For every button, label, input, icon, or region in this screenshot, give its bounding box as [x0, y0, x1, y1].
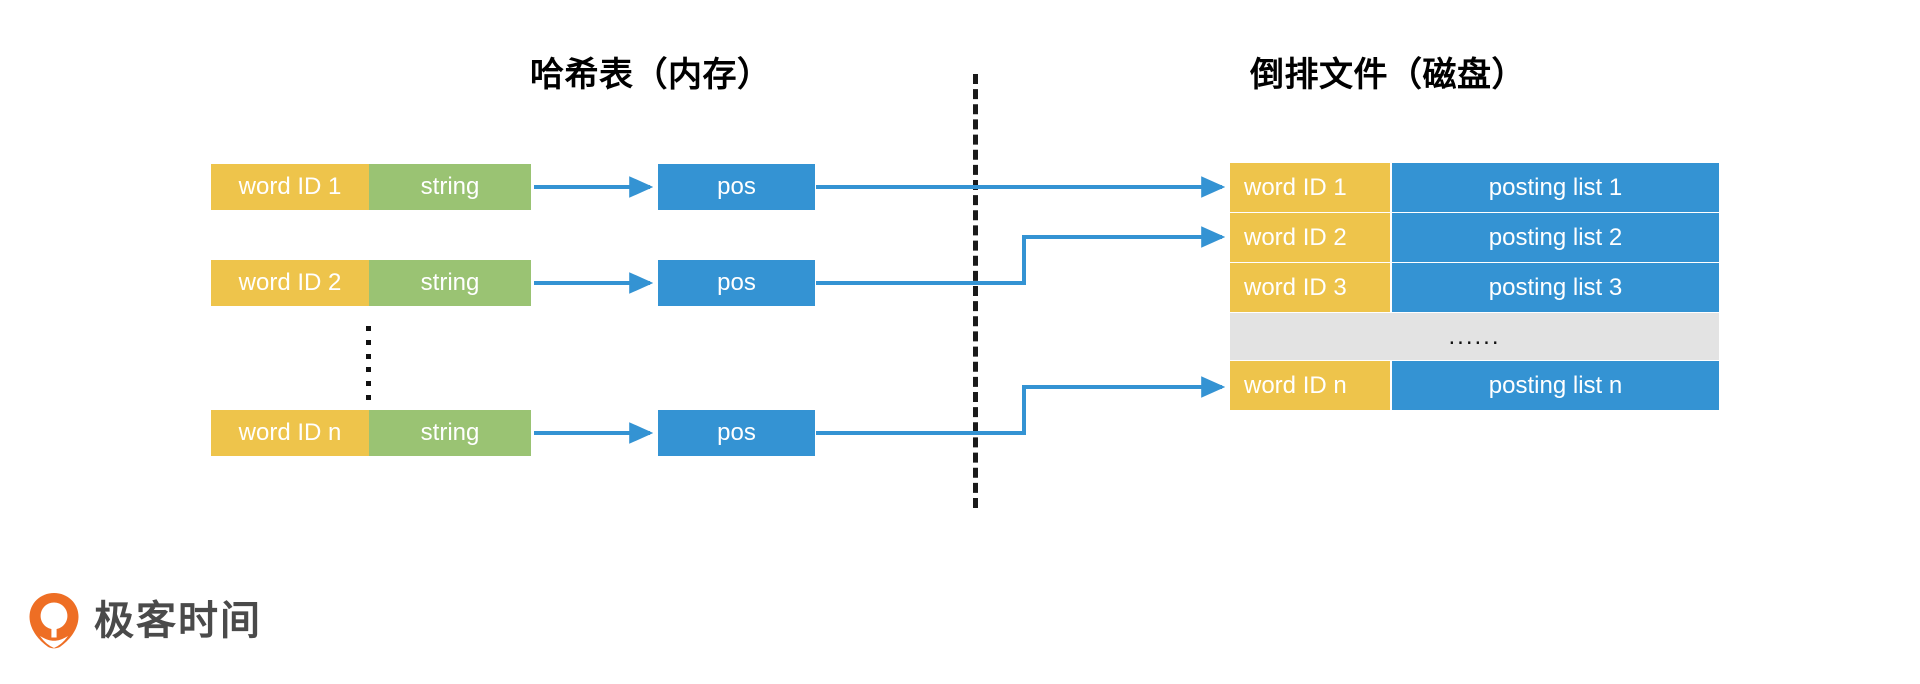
inverted-word-id-cell: word ID 3 — [1230, 263, 1390, 312]
pos-box: pos — [658, 260, 815, 306]
geektime-logo-icon — [29, 593, 79, 649]
hash-string-cell: string — [369, 410, 531, 456]
hash-table-row: word ID 2 string — [211, 260, 531, 306]
inverted-file-section-title: 倒排文件（磁盘） — [1250, 56, 1526, 94]
hash-table-section-title: 哈希表（内存） — [530, 56, 772, 94]
inverted-posting-list-cell: posting list n — [1392, 361, 1719, 410]
hash-word-id-cell: word ID 2 — [211, 260, 369, 306]
inverted-file-row: word ID 2 posting list 2 — [1230, 213, 1719, 262]
brand-name: 极客时间 — [94, 599, 262, 643]
arrow-posn-to-wordidn — [816, 376, 1226, 435]
inverted-file-table: word ID 1 posting list 1 word ID 2 posti… — [1230, 163, 1719, 410]
hash-table-vertical-ellipsis-icon — [364, 326, 372, 400]
inverted-file-row: word ID n posting list n — [1230, 361, 1719, 410]
inverted-file-ellipsis-row: ...... — [1230, 313, 1719, 360]
brand-logo: 极客时间 — [28, 592, 262, 650]
inverted-posting-list-cell: posting list 2 — [1392, 213, 1719, 262]
memory-disk-divider — [973, 74, 978, 508]
hash-string-cell: string — [369, 260, 531, 306]
hash-word-id-cell: word ID 1 — [211, 164, 369, 210]
inverted-word-id-cell: word ID n — [1230, 361, 1390, 410]
hash-string-cell: string — [369, 164, 531, 210]
hash-table-row: word ID 1 string — [211, 164, 531, 210]
inverted-posting-list-cell: posting list 1 — [1392, 163, 1719, 212]
pos-box: pos — [658, 164, 815, 210]
inverted-word-id-cell: word ID 1 — [1230, 163, 1390, 212]
hash-word-id-cell: word ID n — [211, 410, 369, 456]
hash-table-row: word ID n string — [211, 410, 531, 456]
arrow-pos2-to-wordid2 — [816, 226, 1226, 285]
inverted-posting-list-cell: posting list 3 — [1392, 263, 1719, 312]
inverted-word-id-cell: word ID 2 — [1230, 213, 1390, 262]
inverted-file-row: word ID 3 posting list 3 — [1230, 263, 1719, 312]
inverted-file-row: word ID 1 posting list 1 — [1230, 163, 1719, 212]
pos-box: pos — [658, 410, 815, 456]
